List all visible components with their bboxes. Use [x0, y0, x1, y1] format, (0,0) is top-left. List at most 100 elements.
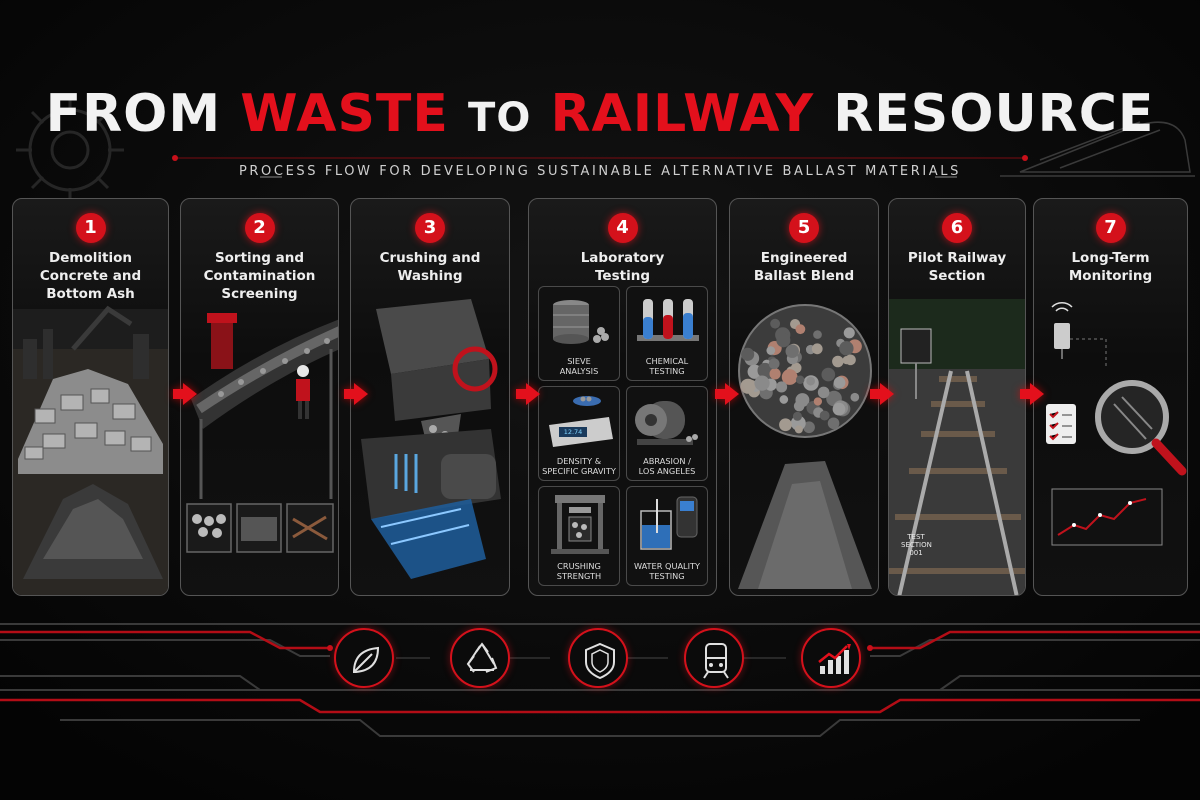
aggregate-stone — [781, 369, 798, 385]
title-part-waste: WASTE — [240, 84, 449, 144]
aggregate-stone — [785, 344, 799, 358]
lab-test-label: CHEMICAL TESTING — [645, 356, 689, 376]
scale-icon — [549, 396, 613, 447]
aggregate-stone — [740, 378, 756, 394]
step-number-badge: 7 — [1095, 213, 1126, 243]
aggregate-stone — [839, 341, 854, 356]
demolition-rubble-illustration — [13, 305, 168, 595]
aggregate-stone — [795, 375, 805, 384]
press-icon — [551, 495, 609, 554]
aggregate-stone — [769, 368, 781, 380]
step-number-badge: 6 — [942, 213, 972, 243]
lab-test-water-quality: WATER QUALITY TESTING — [626, 486, 708, 586]
scale-readout: 12.74 — [563, 428, 583, 436]
lab-test-density: 12.74 DENSITY & SPECIFIC GRAVITY — [538, 386, 620, 481]
lab-test-label: ABRASION / LOS ANGELES — [638, 456, 696, 476]
step-number-badge: 3 — [415, 213, 445, 243]
title-part-to: TO — [468, 95, 532, 141]
aggregate-stone — [811, 343, 823, 355]
gear-icon — [16, 96, 124, 204]
lab-test-abrasion: ABRASION / LOS ANGELES — [626, 386, 708, 481]
page-subtitle: PROCESS FLOW FOR DEVELOPING SUSTAINABLE … — [238, 164, 961, 179]
aggregate-stone — [833, 376, 846, 389]
aggregate-stone — [741, 347, 755, 361]
aggregate-stone — [776, 381, 788, 393]
step-panel-6: TEST SECTION 001 6 Pilot Railway Section — [888, 198, 1026, 596]
title-part-railway: RAILWAY — [550, 84, 815, 144]
lab-test-sieve-analysis: SIEVE ANALYSIS — [538, 286, 620, 381]
step-panel-7: 7 Long-Term Monitoring — [1033, 198, 1188, 596]
aggregate-stone — [757, 362, 773, 378]
aggregate-stone — [806, 376, 816, 386]
step-panel-3: 3 Crushing and Washing — [350, 198, 510, 596]
test-section-sign: TEST SECTION 001 — [901, 533, 932, 557]
lab-test-label: SIEVE ANALYSIS — [559, 356, 599, 376]
ballast-blend-illustration — [738, 304, 872, 589]
aggregate-stone — [832, 355, 844, 368]
flow-arrow-icon — [173, 383, 197, 405]
aggregate-stone — [795, 324, 806, 335]
flow-arrow-icon — [1020, 383, 1044, 405]
aggregate-stone — [827, 417, 840, 430]
aggregate-stone — [817, 386, 830, 399]
lab-test-label: WATER QUALITY TESTING — [633, 561, 701, 581]
aggregate-stone — [813, 330, 822, 339]
sieve-stack-icon — [553, 300, 609, 344]
aggregate-stone — [792, 411, 802, 421]
step-number-badge: 4 — [607, 213, 638, 243]
crusher-washer-illustration — [361, 299, 501, 579]
page-title: FROM WASTE TO RAILWAY RESOURCE — [0, 84, 1200, 148]
aggregate-stone — [832, 402, 846, 416]
train-icon — [684, 628, 744, 688]
shield-icon — [568, 628, 628, 688]
aggregate-stone — [794, 425, 803, 434]
water-meter-icon — [640, 496, 698, 550]
leaf-icon — [334, 628, 394, 688]
step-panel-2: 2 Sorting and Contamination Screening — [180, 198, 339, 596]
step-title: Engineered Ballast Blend — [753, 250, 855, 284]
aggregate-stone — [768, 358, 780, 370]
aggregate-stone — [845, 354, 856, 366]
step-title: Long-Term Monitoring — [1068, 250, 1153, 284]
aggregate-stone — [850, 392, 860, 402]
step-panel-5: 5 Engineered Ballast Blend — [729, 198, 879, 596]
aggregate-stone — [843, 327, 855, 339]
aggregate-stone — [803, 421, 815, 434]
aggregate-stone — [779, 395, 789, 404]
step-number-badge: 5 — [789, 213, 819, 243]
aggregate-stone — [776, 333, 791, 348]
lab-test-label: CRUSHING STRENGTH — [556, 561, 602, 581]
step-title: Crushing and Washing — [379, 250, 481, 284]
monitoring-illustration — [1046, 302, 1187, 546]
aggregate-stone — [754, 375, 770, 391]
title-part-resource: RESOURCE — [833, 84, 1155, 144]
aggregate-stone — [779, 418, 792, 432]
lab-test-label: DENSITY & SPECIFIC GRAVITY — [542, 456, 616, 476]
flow-arrow-icon — [870, 383, 894, 405]
sensor-icon — [1051, 302, 1073, 359]
aggregate-stone — [770, 318, 781, 329]
aggregate-stone — [766, 346, 776, 355]
flow-arrow-icon — [344, 383, 368, 405]
pilot-railway-illustration — [889, 299, 1025, 595]
step-title: Demolition Concrete and Bottom Ash — [39, 250, 142, 302]
step-number-badge: 1 — [75, 213, 106, 243]
sorting-conveyor-illustration — [186, 313, 338, 553]
abrasion-drum-icon — [635, 401, 698, 445]
flow-arrow-icon — [516, 383, 540, 405]
step-number-badge: 2 — [244, 213, 275, 243]
lab-test-chemical-testing: CHEMICAL TESTING — [626, 286, 708, 381]
aggregate-stone — [821, 367, 836, 382]
growth-chart-icon — [801, 628, 861, 688]
step-title: Laboratory Testing — [580, 250, 665, 284]
step-panel-4: 4 Laboratory Testing SIEVE ANALYSIS CHEM… — [528, 198, 717, 596]
lab-test-crushing-strength: CRUSHING STRENGTH — [538, 486, 620, 586]
flow-arrow-icon — [715, 383, 739, 405]
title-part-from: FROM — [45, 84, 222, 144]
step-panel-1: 1 Demolition Concrete and Bottom Ash — [12, 198, 169, 596]
aggregate-stone — [793, 400, 805, 412]
recycle-icon — [450, 628, 510, 688]
step-title: Pilot Railway Section — [907, 250, 1007, 284]
clipboard-icon — [1046, 404, 1076, 444]
train-outline-icon — [1000, 121, 1195, 177]
